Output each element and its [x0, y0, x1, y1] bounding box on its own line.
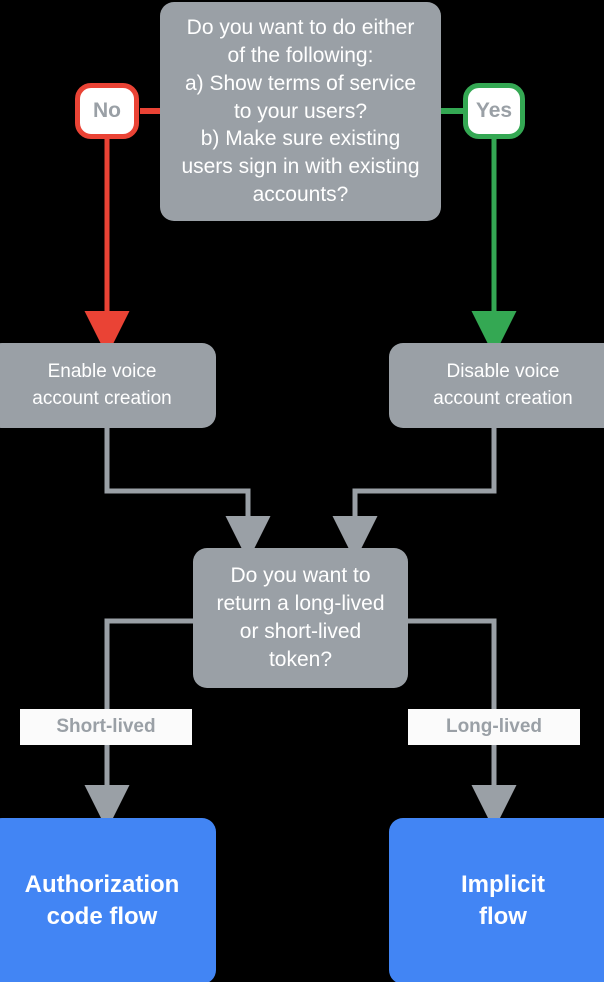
node-disable-voice-account-creation-label: Disable voice account creation	[433, 361, 573, 409]
edge-enable-to-token	[104, 428, 271, 561]
edge-disable-to-token	[332, 428, 497, 561]
edge-label-long-lived: Long-lived	[408, 709, 580, 745]
edge-token-to-authcode	[84, 618, 193, 830]
node-enable-voice-account-creation[interactable]: Enable voice account creation	[0, 343, 216, 428]
node-disable-voice-account-creation[interactable]: Disable voice account creation	[389, 343, 604, 428]
badge-no[interactable]: No	[75, 83, 139, 139]
edge-label-short-lived: Short-lived	[20, 709, 192, 745]
node-implicit-flow-label: Implicit flow	[460, 870, 545, 930]
badge-yes-label: Yes	[475, 99, 513, 122]
edge-label-short-lived-text: Short-lived	[56, 716, 156, 737]
node-top-decision-label: Do you want to do either of the followin…	[181, 15, 420, 207]
node-token-decision[interactable]: Do you want to return a long-lived or sh…	[193, 548, 408, 688]
node-implicit-flow[interactable]: Implicit flow	[389, 818, 604, 982]
node-token-decision-label: Do you want to return a long-lived or sh…	[216, 564, 385, 671]
node-enable-voice-account-creation-label: Enable voice account creation	[32, 361, 172, 409]
edge-label-long-lived-text: Long-lived	[445, 716, 543, 737]
node-authorization-code-flow[interactable]: Authorization code flow	[0, 818, 216, 982]
edge-token-to-implicit	[408, 618, 517, 830]
badge-yes[interactable]: Yes	[463, 83, 525, 139]
badge-no-label: No	[93, 99, 121, 122]
node-top-decision[interactable]: Do you want to do either of the followin…	[160, 2, 441, 221]
node-authorization-code-flow-label: Authorization code flow	[24, 870, 180, 930]
